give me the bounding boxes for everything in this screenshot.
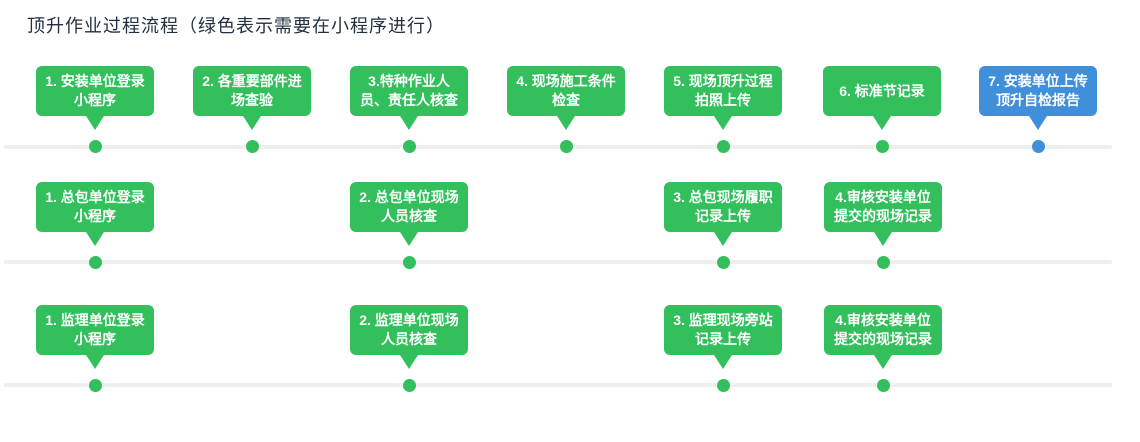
timeline-dot	[876, 379, 890, 392]
flow-step-r2-2: 2. 总包单位现场 人员核查	[350, 182, 468, 269]
step-label-line2: 记录上传	[695, 208, 751, 224]
step-bubble: 1. 总包单位登录 小程序	[36, 182, 154, 232]
bubble-pointer-icon	[86, 355, 104, 369]
step-bubble: 4. 现场施工条件 检查	[507, 66, 625, 116]
bubble-pointer-icon	[86, 116, 104, 130]
flow-step-r1-6: 6. 标准节记录	[823, 66, 941, 153]
bubble-pointer-icon	[1029, 116, 1047, 130]
flow-step-r2-4: 4.审核安装单位 提交的现场记录	[824, 182, 942, 269]
timeline-dot	[402, 140, 416, 153]
timeline-dot	[88, 140, 102, 153]
bubble-pointer-icon	[873, 116, 891, 130]
step-label-line2: 提交的现场记录	[834, 331, 932, 347]
timeline-row-2	[4, 260, 1112, 264]
bubble-pointer-icon	[86, 232, 104, 246]
step-label-line1: 1. 监理单位登录	[45, 312, 145, 328]
step-label-line1: 1. 总包单位登录	[45, 189, 145, 205]
page-title: 顶升作业过程流程（绿色表示需要在小程序进行）	[27, 16, 445, 36]
step-bubble: 4.审核安装单位 提交的现场记录	[824, 182, 942, 232]
step-label-line1: 2. 总包单位现场	[359, 189, 459, 205]
flow-step-r1-4: 4. 现场施工条件 检查	[507, 66, 625, 153]
flow-step-r3-2: 2. 监理单位现场 人员核查	[350, 305, 468, 392]
step-label-line2: 检查	[552, 92, 580, 108]
timeline-dot	[716, 256, 730, 269]
step-label-line2: 人员核查	[381, 331, 437, 347]
step-label-line2: 记录上传	[695, 331, 751, 347]
step-label-line1: 3. 总包现场履职	[673, 189, 773, 205]
step-label-line1: 5. 现场顶升过程	[673, 73, 773, 89]
step-bubble: 3.特种作业人 员、责任人核查	[350, 66, 468, 116]
step-label-line2: 场查验	[231, 92, 273, 108]
flow-step-r3-1: 1. 监理单位登录 小程序	[36, 305, 154, 392]
step-bubble: 7. 安装单位上传 顶升自检报告	[979, 66, 1097, 116]
timeline-dot	[402, 256, 416, 269]
step-bubble: 4.审核安装单位 提交的现场记录	[824, 305, 942, 355]
timeline-dot	[876, 256, 890, 269]
step-label-line1: 2. 监理单位现场	[359, 312, 459, 328]
bubble-pointer-icon	[557, 116, 575, 130]
step-bubble: 3. 总包现场履职 记录上传	[664, 182, 782, 232]
flow-step-r1-2: 2. 各重要部件进 场查验	[193, 66, 311, 153]
timeline-dot	[559, 140, 573, 153]
bubble-pointer-icon	[400, 355, 418, 369]
flow-step-r2-1: 1. 总包单位登录 小程序	[36, 182, 154, 269]
step-label-line1: 2. 各重要部件进	[202, 73, 302, 89]
bubble-pointer-icon	[714, 232, 732, 246]
step-bubble: 6. 标准节记录	[823, 66, 941, 116]
flow-step-r1-1: 1. 安装单位登录 小程序	[36, 66, 154, 153]
bubble-pointer-icon	[714, 355, 732, 369]
step-label-line1: 3.特种作业人	[368, 73, 450, 89]
step-label-line2: 提交的现场记录	[834, 208, 932, 224]
timeline-dot	[1031, 140, 1045, 153]
step-label-line1: 4.审核安装单位	[835, 312, 931, 328]
timeline-row-1	[4, 145, 1112, 149]
bubble-pointer-icon	[400, 116, 418, 130]
timeline-dot	[716, 140, 730, 153]
step-label-line1: 6. 标准节记录	[839, 82, 925, 99]
flow-step-r3-4: 4.审核安装单位 提交的现场记录	[824, 305, 942, 392]
flow-step-r3-3: 3. 监理现场旁站 记录上传	[664, 305, 782, 392]
step-bubble: 2. 监理单位现场 人员核查	[350, 305, 468, 355]
step-bubble: 1. 安装单位登录 小程序	[36, 66, 154, 116]
timeline-dot	[875, 140, 889, 153]
step-label-line1: 3. 监理现场旁站	[673, 312, 773, 328]
step-label-line2: 小程序	[74, 331, 116, 347]
timeline-dot	[88, 379, 102, 392]
step-label-line1: 1. 安装单位登录	[45, 73, 145, 89]
step-label-line2: 拍照上传	[695, 92, 751, 108]
step-label-line1: 4.审核安装单位	[835, 189, 931, 205]
timeline-row-3	[4, 383, 1112, 387]
flow-step-r2-3: 3. 总包现场履职 记录上传	[664, 182, 782, 269]
step-bubble: 1. 监理单位登录 小程序	[36, 305, 154, 355]
step-label-line1: 4. 现场施工条件	[516, 73, 616, 89]
flow-step-r1-7: 7. 安装单位上传 顶升自检报告	[979, 66, 1097, 153]
flow-step-r1-3: 3.特种作业人 员、责任人核查	[350, 66, 468, 153]
step-bubble: 3. 监理现场旁站 记录上传	[664, 305, 782, 355]
step-bubble: 2. 各重要部件进 场查验	[193, 66, 311, 116]
bubble-pointer-icon	[874, 232, 892, 246]
step-label-line1: 7. 安装单位上传	[988, 73, 1088, 89]
step-label-line2: 小程序	[74, 92, 116, 108]
timeline-dot	[88, 256, 102, 269]
bubble-pointer-icon	[714, 116, 732, 130]
step-bubble: 5. 现场顶升过程 拍照上传	[664, 66, 782, 116]
step-label-line2: 员、责任人核查	[360, 92, 458, 108]
step-label-line2: 小程序	[74, 208, 116, 224]
flow-step-r1-5: 5. 现场顶升过程 拍照上传	[664, 66, 782, 153]
step-bubble: 2. 总包单位现场 人员核查	[350, 182, 468, 232]
step-label-line2: 顶升自检报告	[996, 92, 1080, 108]
step-label-line2: 人员核查	[381, 208, 437, 224]
timeline-dot	[245, 140, 259, 153]
bubble-pointer-icon	[874, 355, 892, 369]
bubble-pointer-icon	[400, 232, 418, 246]
bubble-pointer-icon	[243, 116, 261, 130]
timeline-dot	[716, 379, 730, 392]
timeline-dot	[402, 379, 416, 392]
